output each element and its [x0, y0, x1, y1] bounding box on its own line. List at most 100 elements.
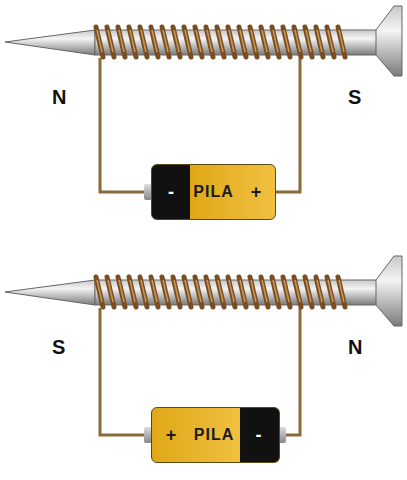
coil-highlight — [119, 280, 124, 302]
coil-turn — [261, 277, 268, 307]
coil-turn — [162, 277, 169, 307]
coil-highlight — [339, 280, 344, 302]
coil-highlight — [251, 280, 256, 302]
coil-turn — [96, 277, 103, 307]
coil-turn — [151, 277, 158, 307]
coil-highlight — [328, 30, 333, 52]
coil-turn — [140, 27, 147, 57]
polarity-sign: - — [238, 425, 279, 446]
coil-highlight — [306, 30, 311, 52]
battery-label: PILA — [190, 183, 237, 201]
coil-highlight — [97, 30, 102, 52]
coil-highlight — [130, 30, 135, 52]
coil-turn — [217, 27, 224, 57]
coil-turn — [206, 277, 213, 307]
battery-label: PILA — [190, 426, 238, 444]
coil-highlight — [141, 280, 146, 302]
coil-turn — [283, 27, 290, 57]
coil-turn — [151, 27, 158, 57]
coil-turn — [228, 27, 235, 57]
coil-turn — [96, 27, 103, 57]
coil-highlight — [339, 30, 344, 52]
coil-turn — [173, 27, 180, 57]
coil-turn — [338, 27, 345, 57]
coil-highlight — [240, 280, 245, 302]
coil-highlight — [108, 280, 113, 302]
pole-label: S — [348, 86, 361, 109]
coil-turn — [173, 277, 180, 307]
coil-turn — [327, 277, 334, 307]
coil-turn — [228, 277, 235, 307]
coil-turn — [239, 277, 246, 307]
coil-turn — [294, 27, 301, 57]
coil-highlight — [119, 30, 124, 52]
coil-turn — [239, 27, 246, 57]
coil-highlight — [262, 280, 267, 302]
coil-turn — [107, 277, 114, 307]
pole-label: N — [52, 86, 66, 109]
coil-turn — [195, 277, 202, 307]
coil-highlight — [273, 30, 278, 52]
battery: +PILA- — [151, 407, 280, 463]
coil-turn — [338, 277, 345, 307]
coil-turn — [261, 27, 268, 57]
coil-highlight — [207, 30, 212, 52]
coil-turn — [118, 277, 125, 307]
coil-highlight — [185, 30, 190, 52]
coil-highlight — [185, 280, 190, 302]
coil-turn — [316, 27, 323, 57]
coil-turn — [195, 27, 202, 57]
battery-terminals — [144, 184, 286, 443]
coil-turn — [272, 277, 279, 307]
coil-highlight — [328, 280, 333, 302]
coil-turn — [272, 27, 279, 57]
coil-highlight — [218, 280, 223, 302]
coil-highlight — [207, 280, 212, 302]
coil-highlight — [284, 280, 289, 302]
coil-highlight — [196, 280, 201, 302]
coil-turn — [140, 277, 147, 307]
coil-highlight — [229, 30, 234, 52]
coil-highlight — [130, 280, 135, 302]
coil-highlight — [295, 30, 300, 52]
coil-turn — [184, 27, 191, 57]
polarity-sign: + — [152, 425, 190, 446]
coil-turn — [107, 27, 114, 57]
coil-highlight — [251, 30, 256, 52]
coil-turn — [283, 277, 290, 307]
coil-turn — [162, 27, 169, 57]
coil-highlight — [240, 30, 245, 52]
coil-highlight — [284, 30, 289, 52]
coil-highlight — [174, 30, 179, 52]
pole-label: N — [348, 336, 362, 359]
coil-turn — [305, 27, 312, 57]
coil-highlight — [295, 280, 300, 302]
coil-highlight — [163, 30, 168, 52]
coil-turn — [129, 277, 136, 307]
nail — [5, 256, 402, 326]
battery: -PILA+ — [151, 164, 276, 220]
coil-turn — [250, 27, 257, 57]
coil-turn — [118, 27, 125, 57]
coil-turn — [305, 277, 312, 307]
coil-highlight — [273, 280, 278, 302]
coil-highlight — [108, 30, 113, 52]
coil-highlight — [262, 30, 267, 52]
coil-highlight — [174, 280, 179, 302]
coil-highlight — [218, 30, 223, 52]
wires — [100, 58, 300, 435]
coil-highlight — [317, 280, 322, 302]
coil-highlight — [141, 30, 146, 52]
coil-highlight — [152, 30, 157, 52]
coil-turn — [206, 27, 213, 57]
nail — [5, 6, 402, 76]
coil-turn — [316, 277, 323, 307]
polarity-sign: + — [237, 182, 275, 203]
coil-highlight — [306, 280, 311, 302]
coil-turn — [217, 277, 224, 307]
polarity-sign: - — [152, 182, 190, 203]
coil-windings — [96, 27, 345, 307]
coil-highlight — [196, 30, 201, 52]
coil-highlight — [152, 280, 157, 302]
coil-highlight — [229, 280, 234, 302]
